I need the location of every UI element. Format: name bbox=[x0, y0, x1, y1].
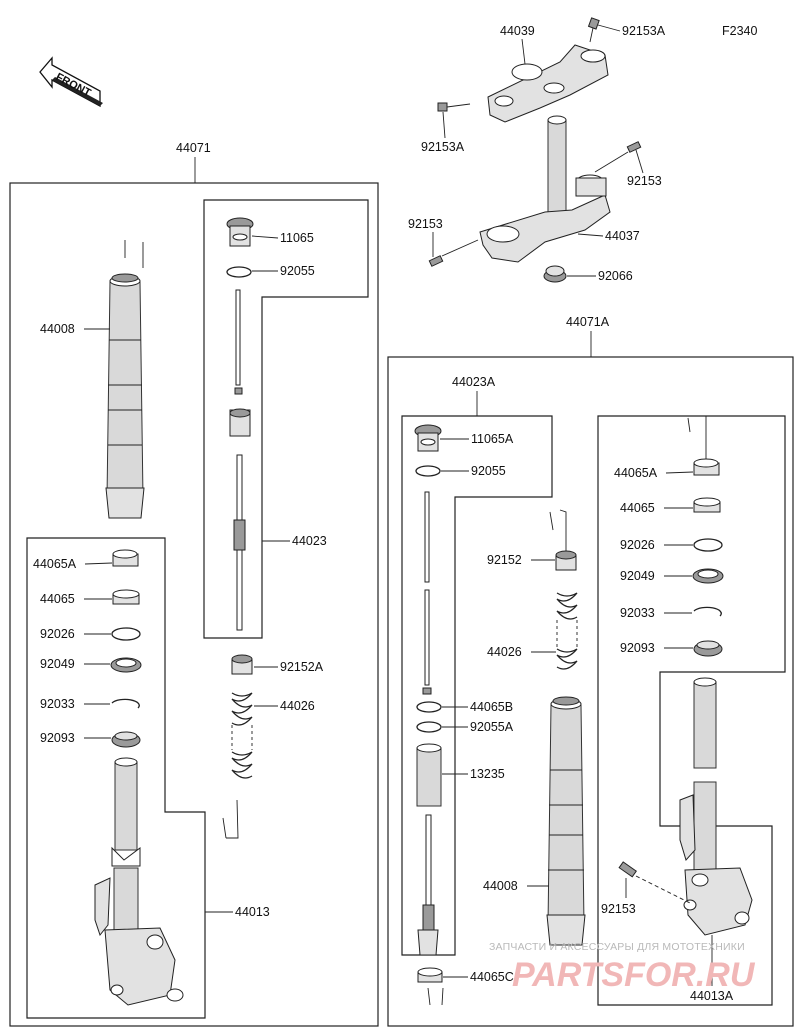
outer-tube-44008-right bbox=[546, 696, 586, 946]
bolt-92153A-right bbox=[587, 17, 600, 43]
callout-44065B: 44065B bbox=[470, 700, 513, 714]
spring-44026-left bbox=[231, 692, 253, 779]
callout-92152: 92152 bbox=[487, 553, 522, 567]
circlip-92033-right bbox=[693, 606, 722, 617]
inner-tube-44013A bbox=[679, 677, 753, 936]
bushing-44065B bbox=[416, 701, 442, 713]
callout-92153-left: 92153 bbox=[408, 217, 443, 231]
bushing-44065A-right bbox=[693, 458, 720, 476]
callout-92033-left: 92033 bbox=[40, 697, 75, 711]
callout-92026-left: 92026 bbox=[40, 627, 75, 641]
outer-tube-44008-left bbox=[105, 240, 145, 519]
bushing-44065A-left bbox=[112, 549, 139, 567]
callout-44065C: 44065C bbox=[470, 970, 514, 984]
left-lower-frame bbox=[26, 537, 206, 1019]
right-cartridge-frame bbox=[401, 415, 553, 956]
lower-triple-clamp bbox=[479, 174, 611, 263]
callout-92049-left: 92049 bbox=[40, 657, 75, 671]
bolt-92153-lower-right bbox=[618, 861, 691, 904]
cylinder-13235 bbox=[416, 743, 442, 807]
rod-lower-right bbox=[417, 814, 439, 956]
cap-bolt-11065A bbox=[414, 424, 442, 452]
oil-seal-92049-right bbox=[692, 568, 724, 584]
upper-triple-clamp bbox=[487, 44, 609, 123]
o-ring-92055A bbox=[416, 721, 442, 733]
callout-92049-right: 92049 bbox=[620, 569, 655, 583]
front-arrow-icon: FRONT bbox=[39, 56, 103, 108]
oil-seal-92049-left bbox=[110, 657, 142, 673]
watermark-line1: ЗАПЧАСТИ И АКСЕССУАРЫ ДЛЯ МОТОТЕХНИКИ bbox=[489, 941, 745, 953]
callout-92153-lower-right: 92153 bbox=[601, 902, 636, 916]
spring-44026-right bbox=[556, 592, 578, 670]
dust-seal-92093-left bbox=[111, 731, 141, 748]
bushing-44065-left bbox=[112, 589, 140, 605]
callout-92152A: 92152A bbox=[280, 660, 324, 674]
callout-44026-right: 44026 bbox=[487, 645, 522, 659]
dust-seal-92066 bbox=[543, 265, 567, 283]
callout-11065: 11065 bbox=[280, 231, 314, 245]
callout-44023A: 44023A bbox=[452, 375, 496, 389]
callout-44039: 44039 bbox=[500, 24, 535, 38]
callout-44071A: 44071A bbox=[566, 315, 610, 329]
callout-44008-right: 44008 bbox=[483, 879, 518, 893]
callout-92153A-right: 92153A bbox=[622, 24, 666, 38]
nut-92152 bbox=[555, 550, 577, 571]
callout-92153-right: 92153 bbox=[627, 174, 662, 188]
callout-13235: 13235 bbox=[470, 767, 505, 781]
left-cartridge-frame bbox=[203, 199, 369, 639]
diagram-code: F2340 bbox=[722, 24, 757, 38]
washer-92026-right bbox=[693, 538, 723, 552]
damper-rod-44023 bbox=[229, 289, 251, 631]
callout-92093-left: 92093 bbox=[40, 731, 75, 745]
callout-44037: 44037 bbox=[605, 229, 640, 243]
callout-92055-left: 92055 bbox=[280, 264, 315, 278]
callout-44013-left: 44013 bbox=[235, 905, 270, 919]
nut-92152A bbox=[231, 654, 253, 675]
bolt-92153-right bbox=[594, 141, 642, 173]
callout-44013A: 44013A bbox=[690, 989, 734, 1003]
callout-92033-right: 92033 bbox=[620, 606, 655, 620]
watermark-logo: PARTSFOR.RU bbox=[512, 956, 756, 994]
left-fork-frame bbox=[9, 182, 379, 1027]
steering-stem bbox=[547, 115, 567, 221]
callout-44065-left: 44065 bbox=[40, 592, 75, 606]
callout-44026-left: 44026 bbox=[280, 699, 315, 713]
bushing-44065C bbox=[417, 967, 443, 983]
callout-92153A-left: 92153A bbox=[421, 140, 465, 154]
callout-44065A-left: 44065A bbox=[33, 557, 77, 571]
callout-44023: 44023 bbox=[292, 534, 327, 548]
bolt-92153A-left bbox=[437, 102, 471, 112]
callout-44065A-right: 44065A bbox=[614, 466, 658, 480]
callout-92055A: 92055A bbox=[470, 720, 514, 734]
dust-seal-92093-right bbox=[693, 640, 723, 657]
callout-92066: 92066 bbox=[598, 269, 633, 283]
callout-92026-right: 92026 bbox=[620, 538, 655, 552]
o-ring-92055-left bbox=[226, 266, 252, 278]
washer-92026-left bbox=[111, 627, 141, 641]
circlip-92033-left bbox=[111, 698, 140, 709]
right-lower-frame bbox=[597, 415, 786, 1006]
callout-44065-right: 44065 bbox=[620, 501, 655, 515]
right-fork-frame bbox=[387, 356, 794, 1027]
damper-rod-right bbox=[422, 491, 432, 695]
cap-bolt-11065 bbox=[226, 217, 254, 247]
callout-44071: 44071 bbox=[176, 141, 211, 155]
callout-92093-right: 92093 bbox=[620, 641, 655, 655]
callout-92055-right: 92055 bbox=[471, 464, 506, 478]
bolt-92153-left bbox=[428, 239, 479, 267]
front-label: FRONT bbox=[54, 71, 93, 100]
inner-tube-44013-left bbox=[94, 757, 184, 1006]
bushing-44065-right bbox=[693, 497, 721, 513]
callout-44008-left: 44008 bbox=[40, 322, 75, 336]
o-ring-92055-right bbox=[415, 465, 441, 477]
callout-11065A: 11065A bbox=[471, 432, 514, 446]
